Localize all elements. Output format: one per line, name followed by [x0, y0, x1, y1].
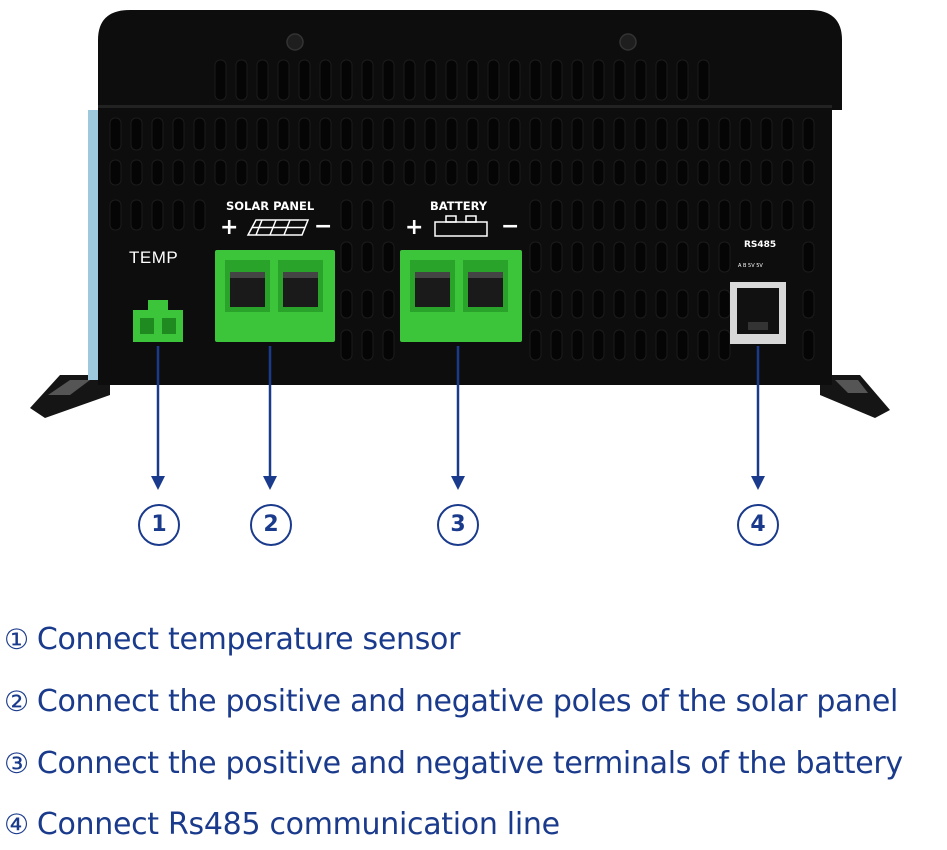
arrow-head-icon — [451, 476, 465, 490]
solar-panel-icon — [246, 219, 310, 236]
marker-3: 3 — [437, 504, 479, 546]
right-mounting-foot — [820, 375, 890, 418]
battery-plus-sign: + — [405, 215, 424, 240]
battery-label: BATTERY — [430, 199, 488, 213]
battery-minus-sign: − — [501, 214, 520, 239]
description-text: Connect the positive and negative termin… — [36, 746, 903, 781]
arrow-head-icon — [151, 476, 165, 490]
description-number: ① — [4, 623, 29, 656]
description-text: Connect temperature sensor — [36, 622, 461, 657]
temp-label: TEMP — [129, 248, 179, 267]
description-text: Connect the positive and negative poles … — [36, 684, 899, 719]
left-side-panel — [88, 110, 98, 380]
marker-2: 2 — [250, 504, 292, 546]
battery-icon — [434, 215, 488, 237]
description-number: ③ — [4, 747, 29, 780]
arrow-head-icon — [263, 476, 277, 490]
solar-panel-label: SOLAR PANEL — [226, 199, 315, 213]
vent-slots — [109, 59, 815, 361]
description-number: ④ — [4, 808, 29, 841]
screw-icon — [286, 33, 304, 51]
rs485-pin-labels: A B 5V 5V — [738, 263, 763, 269]
screw-icon — [619, 33, 637, 51]
charge-controller-illustration — [30, 10, 890, 490]
solar-minus-sign: − — [314, 214, 333, 239]
solar-plus-sign: + — [220, 215, 239, 240]
rs485-label: RS485 — [744, 240, 777, 250]
marker-4: 4 — [737, 504, 779, 546]
marker-1: 1 — [138, 504, 180, 546]
left-mounting-foot — [30, 375, 110, 418]
arrow-head-icon — [751, 476, 765, 490]
description-number: ② — [4, 685, 29, 718]
description-text: Connect Rs485 communication line — [36, 807, 560, 842]
